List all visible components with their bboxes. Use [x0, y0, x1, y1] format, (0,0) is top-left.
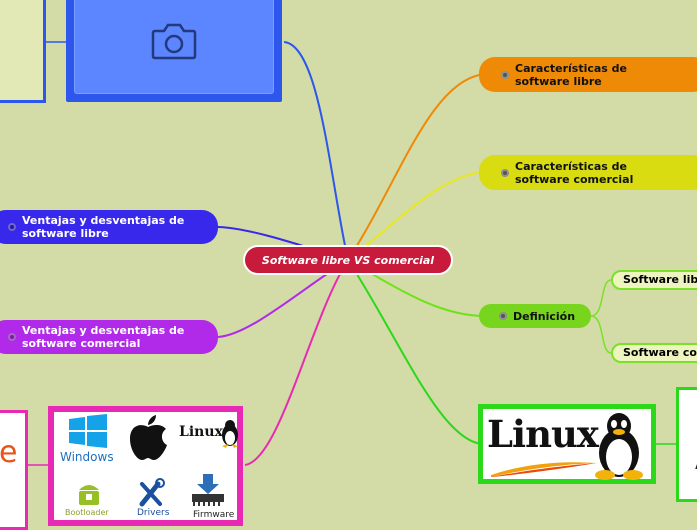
- left-image-card[interactable]: [0, 0, 46, 103]
- os-logos-image[interactable]: Windows Linux Bootloader Drivers Firmwar…: [48, 406, 243, 526]
- topic-definicion[interactable]: Definición: [479, 304, 591, 328]
- topic-label: Características de software comercial: [515, 159, 634, 186]
- topic-caracteristicas-libre[interactable]: Características de software libre: [479, 57, 697, 92]
- linux-small-label: Linux: [179, 424, 223, 440]
- firmware-label: Firmware: [193, 510, 235, 520]
- link-green-linux: [347, 259, 483, 445]
- image-placeholder-inner: [74, 0, 274, 94]
- chip-download-icon: [192, 474, 224, 506]
- topic-label: Características de software libre: [515, 61, 628, 88]
- topic-label: Definición: [513, 309, 576, 323]
- subtopic-label: Software comercial: [623, 346, 697, 359]
- central-topic-label: Software libre VS comercial: [261, 253, 435, 267]
- topic-bullet-icon: [499, 312, 507, 320]
- link-orange: [347, 73, 486, 261]
- apple-logo-icon: [130, 415, 167, 460]
- right-partial-image[interactable]: A: [676, 387, 697, 502]
- topic-bullet-icon: [501, 71, 509, 79]
- linux-logo-image[interactable]: Linux: [478, 404, 656, 484]
- linux-logo-text: Linux: [487, 412, 599, 456]
- link-blue-photo: [283, 41, 349, 261]
- drivers-label: Drivers: [137, 508, 170, 518]
- tux-small-icon: [222, 420, 238, 448]
- topic-label: Ventajas y desventajas de software comer…: [22, 324, 185, 350]
- orange-letter-fragment: e: [0, 435, 18, 470]
- central-topic[interactable]: Software libre VS comercial: [243, 245, 453, 275]
- windows-logo-icon: [69, 414, 107, 448]
- image-placeholder-card[interactable]: [66, 0, 282, 102]
- topic-bullet-icon: [501, 169, 509, 177]
- link-def-sub1: [590, 279, 612, 317]
- left-partial-image[interactable]: e: [0, 410, 28, 530]
- bootloader-label: Bootloader: [65, 508, 109, 517]
- topic-bullet-icon: [8, 223, 16, 231]
- topic-caracteristicas-comercial[interactable]: Características de software comercial: [479, 155, 697, 190]
- tux-icon: [595, 413, 643, 480]
- topic-ventajas-libre[interactable]: Ventajas y desventajas de software libre: [0, 210, 218, 244]
- right-image-fragment: A: [695, 450, 697, 475]
- linux-swoosh-icon: [491, 462, 597, 477]
- link-def-sub2: [590, 315, 612, 354]
- tools-icon: [139, 478, 165, 507]
- link-pink: [244, 259, 349, 466]
- subtopic-software-comercial[interactable]: Software comercial: [611, 343, 697, 363]
- subtopic-label: Software libre: [623, 273, 697, 286]
- subtopic-software-libre[interactable]: Software libre: [611, 270, 697, 290]
- topic-ventajas-comercial[interactable]: Ventajas y desventajas de software comer…: [0, 320, 218, 354]
- android-lock-icon: [79, 485, 99, 505]
- windows-label: Windows: [60, 450, 114, 464]
- topic-bullet-icon: [8, 333, 16, 341]
- topic-label: Ventajas y desventajas de software libre: [22, 214, 185, 240]
- camera-icon: [151, 23, 197, 60]
